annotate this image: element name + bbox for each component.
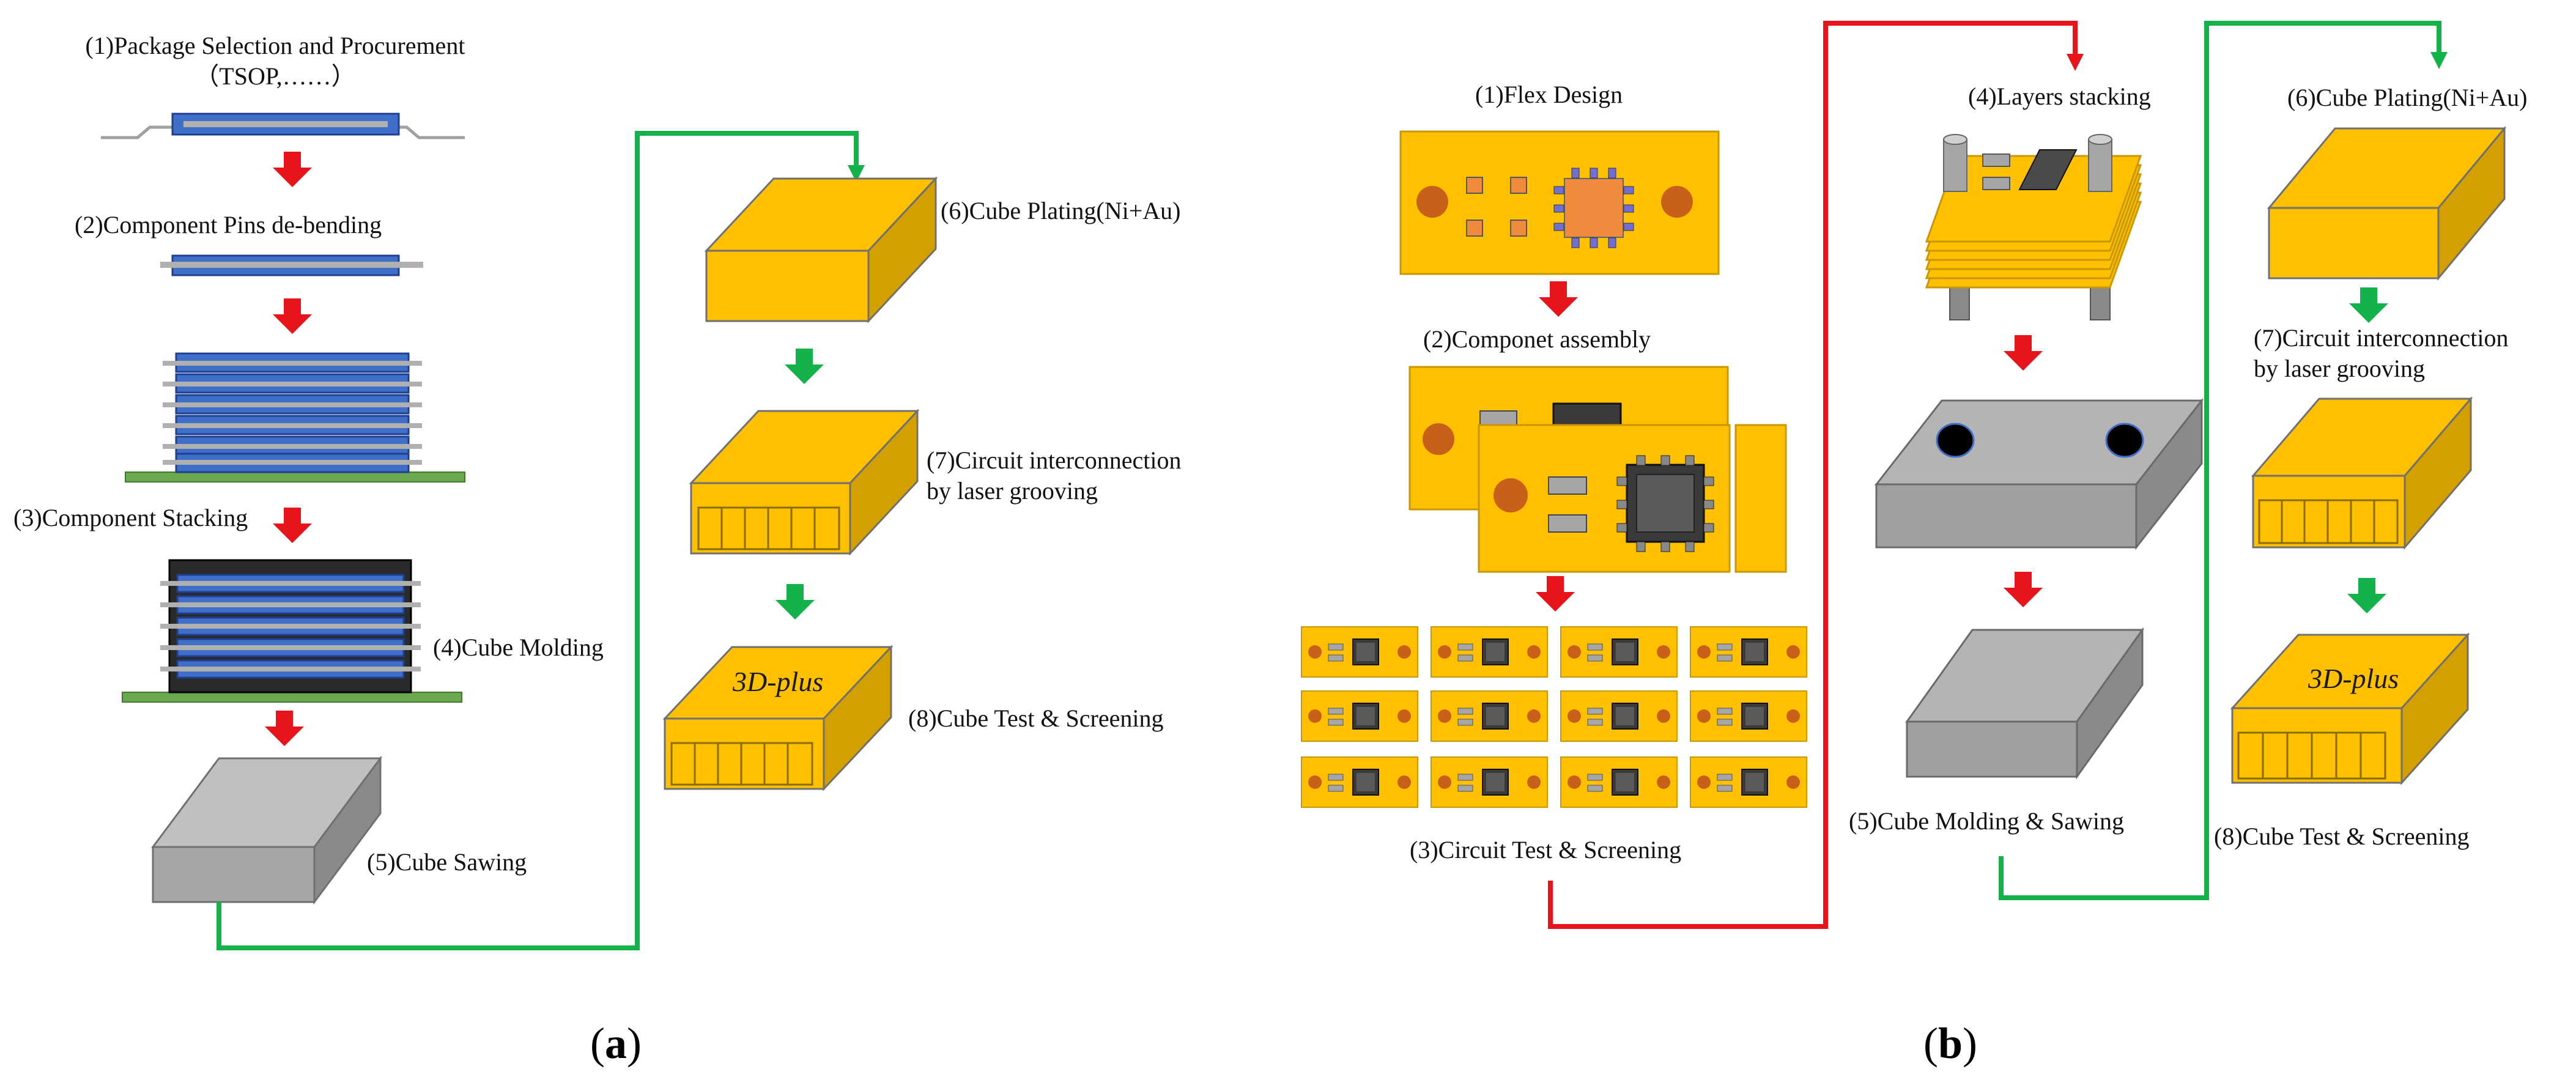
b-board-edge	[1734, 424, 1787, 573]
a-step3-label: (3)Component Stacking	[13, 504, 248, 531]
a-caption-letter: a	[604, 1019, 627, 1068]
b-green-connector	[1999, 21, 2441, 900]
b-flex-board	[1399, 130, 1720, 275]
b-tested-cube	[2230, 632, 2470, 785]
a-plated-cube	[704, 176, 938, 324]
a-debended-package	[160, 254, 423, 276]
a-grooved-cube	[689, 409, 920, 556]
b-step7-label: (7)Circuit interconnection by laser groo…	[2254, 323, 2509, 384]
b-step4-label: (4)Layers stacking	[1968, 83, 2151, 110]
a-arrow-6-7	[785, 349, 824, 384]
b-brand-label: 3D-plus	[2308, 663, 2399, 694]
b-grooved-cube	[2251, 396, 2473, 550]
b-step2-label: (2)Componet assembly	[1423, 325, 1651, 353]
b-assembled-boards	[1408, 366, 1770, 573]
a-arrow-1-2	[273, 152, 312, 187]
a-step1-label: (1)Package Selection and Procurement （TS…	[67, 31, 483, 92]
b-sawn-cube	[1905, 627, 2144, 780]
a-arrow-3-4	[273, 508, 312, 543]
b-step3-label: (3)Circuit Test & Screening	[1410, 836, 1682, 864]
a-step5-label: (5)Cube Sawing	[367, 848, 527, 876]
a-step2-label: (2)Component Pins de-bending	[75, 211, 382, 239]
b-step7-line2: by laser grooving	[2254, 355, 2425, 382]
b-circuit-grid	[1301, 626, 1807, 808]
a-panel-caption: (a)	[590, 1018, 642, 1069]
a-tsop-package	[101, 113, 465, 139]
b-step7-line1: (7)Circuit interconnection	[2254, 324, 2509, 352]
b-caption-open: (	[1923, 1019, 1938, 1068]
b-arrow-2-3	[1536, 576, 1575, 612]
a-caption-close: )	[626, 1019, 642, 1068]
b-step6-label: (6)Cube Plating(Ni+Au)	[2287, 84, 2528, 111]
b-step8-label: (8)Cube Test & Screening	[2214, 823, 2470, 850]
b-arrow-4-5b	[2004, 572, 2043, 607]
b-red-connector	[1548, 21, 2078, 929]
a-tested-cube	[662, 645, 894, 791]
a-brand-label: 3D-plus	[732, 666, 823, 697]
b-caption-close: )	[1963, 1019, 1978, 1068]
a-step4-label: (4)Cube Molding	[433, 634, 604, 661]
a-component-stack	[125, 352, 465, 483]
a-green-connector	[217, 131, 859, 950]
b-layer-stack	[1925, 134, 2142, 320]
b-molded-block	[1874, 398, 2204, 550]
b-arrow-1-2	[1539, 281, 1578, 317]
a-step1-subtitle: （TSOP,……）	[194, 62, 356, 90]
a-sawn-cube	[151, 755, 382, 905]
b-arrow-7-8	[2347, 578, 2386, 613]
b-caption-letter: b	[1938, 1019, 1963, 1068]
a-step1-title: (1)Package Selection and Procurement	[85, 32, 465, 59]
a-arrow-2-3	[273, 298, 312, 334]
a-step6-label: (6)Cube Plating(Ni+Au)	[941, 197, 1181, 224]
b-step5-label: (5)Cube Molding & Sawing	[1849, 807, 2124, 835]
b-arrow-4-5a	[2004, 335, 2043, 371]
a-arrow-7-8	[775, 584, 815, 619]
b-arrow-6-7	[2349, 287, 2388, 323]
a-step7-line2: by laser grooving	[927, 477, 1098, 505]
b-plated-cube	[2267, 125, 2507, 281]
a-molded-cube	[122, 559, 462, 703]
a-step7-label: (7)Circuit interconnection by laser groo…	[927, 445, 1182, 506]
b-step1-label: (1)Flex Design	[1475, 81, 1623, 108]
a-step7-line1: (7)Circuit interconnection	[927, 446, 1182, 474]
b-panel-caption: (b)	[1923, 1018, 1977, 1069]
a-caption-open: (	[590, 1019, 605, 1068]
a-arrow-4-5	[265, 711, 304, 746]
a-step8-label: (8)Cube Test & Screening	[908, 705, 1164, 732]
